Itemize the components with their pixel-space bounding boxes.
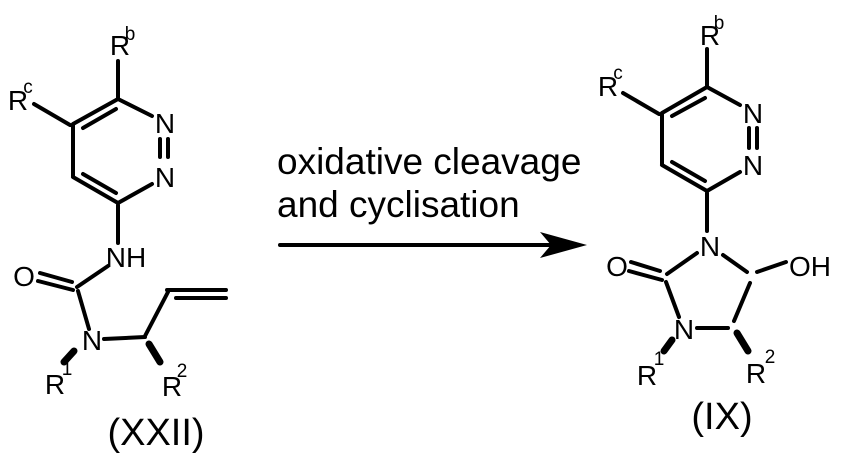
xxii-ring-nitrogen-lower: N (155, 162, 175, 193)
xxii-nh-label: NH (106, 242, 146, 273)
xxii-ring-nitrogen-upper: N (155, 108, 175, 139)
ix-r2-superscript: 2 (765, 347, 776, 368)
ix-bond-lines (621, 47, 788, 330)
ix-ring-nitrogen-upper: N (743, 98, 763, 129)
structure-xxii: R b R c N N NH O N R 1 R 2 (XXII) (8, 24, 228, 454)
xxii-rb-superscript: b (125, 24, 136, 45)
xxii-carbonyl-oxygen: O (13, 261, 35, 292)
xxii-rc-superscript: c (23, 77, 33, 98)
ix-bold-bond-c-r2 (733, 329, 752, 355)
xxii-caption: (XXII) (107, 412, 204, 454)
ix-rb-superscript: b (714, 13, 725, 34)
ix-hydroxyl-label: OH (789, 251, 831, 282)
structure-ix: R b R c N N N O N OH R 1 R 2 (IX) (598, 13, 831, 438)
ix-ring-nitrogen-lower: N (743, 150, 763, 181)
reaction-arrow: oxidative cleavage and cyclisation (277, 141, 587, 258)
xxii-r2-label: R (162, 371, 182, 402)
xxii-r1-superscript: 1 (62, 359, 73, 380)
xxii-bond-lines (32, 59, 228, 341)
arrow-head-icon (540, 232, 587, 258)
ix-imidazolidinone-nitrogen-bottom: N (674, 314, 694, 345)
xxii-urea-nitrogen: N (82, 325, 102, 356)
xxii-rc-label: R (8, 85, 28, 116)
ix-rc-superscript: c (613, 63, 623, 84)
reaction-condition-line1: oxidative cleavage (277, 141, 581, 182)
xxii-rb-label: R (110, 30, 130, 61)
ix-imidazolidinone-nitrogen-top: N (700, 231, 720, 262)
xxii-bold-bond-ch-r2 (145, 340, 164, 366)
ix-rc-label: R (598, 71, 618, 102)
xxii-r2-superscript: 2 (177, 361, 188, 382)
xxii-bold-bond-n-r1 (60, 347, 78, 366)
ix-carbonyl-oxygen: O (606, 251, 628, 282)
ix-bold-bond-n-r1 (660, 336, 676, 355)
ix-caption: (IX) (691, 396, 752, 438)
ix-r1-superscript: 1 (654, 349, 665, 370)
ix-rb-label: R (700, 20, 720, 51)
reaction-condition-line2: and cyclisation (277, 184, 520, 225)
ix-r1-label: R (637, 360, 657, 391)
ix-r2-label: R (746, 358, 766, 389)
xxii-r1-label: R (45, 369, 65, 400)
